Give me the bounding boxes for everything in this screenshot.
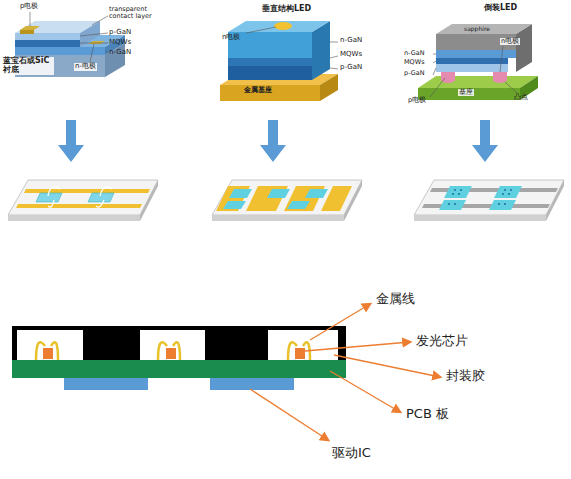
part-label: 金属基座	[244, 87, 272, 95]
part-label: p-GaN	[109, 29, 131, 37]
part-label: 蓝宝石或SiC 衬底	[2, 57, 54, 75]
part-label: MQWs	[109, 39, 131, 47]
callout-label: 驱动IC	[332, 446, 371, 460]
part-label: 垂直结构LED	[262, 5, 311, 14]
down-arrow	[58, 120, 498, 162]
part-label: n-GaN	[404, 50, 425, 57]
vertical-led-chip	[220, 21, 338, 101]
part-label: p-GaN	[404, 70, 425, 77]
part-label: p电极	[408, 97, 426, 104]
callout-label: 发光芯片	[416, 334, 468, 348]
part-label: transparent contact layer	[109, 6, 167, 20]
part-label: sapphire	[464, 26, 490, 33]
callout-label: 封装胶	[446, 369, 485, 383]
part-label: n电极	[222, 34, 240, 42]
callout-label: 金属线	[376, 292, 415, 306]
mounted-board	[8, 180, 158, 221]
part-label: 基座	[458, 89, 474, 96]
part-label: p电极	[20, 3, 38, 11]
part-label: MQWs	[340, 51, 362, 59]
part-label: 倒装LED	[484, 4, 517, 13]
part-label: 凸点	[514, 94, 528, 101]
part-label: n-GaN	[340, 37, 362, 45]
callout-label: PCB 板	[406, 407, 449, 421]
part-label: n-GaN	[109, 49, 131, 57]
mounted-board	[414, 180, 564, 221]
mounted-board	[212, 180, 362, 221]
part-label: n-电极	[74, 63, 97, 71]
flip-chip-led	[418, 24, 538, 100]
part-label: MQWs	[404, 59, 425, 66]
part-label: p-GaN	[340, 64, 362, 72]
cross-section	[12, 326, 346, 390]
part-label: n电极	[500, 38, 520, 45]
